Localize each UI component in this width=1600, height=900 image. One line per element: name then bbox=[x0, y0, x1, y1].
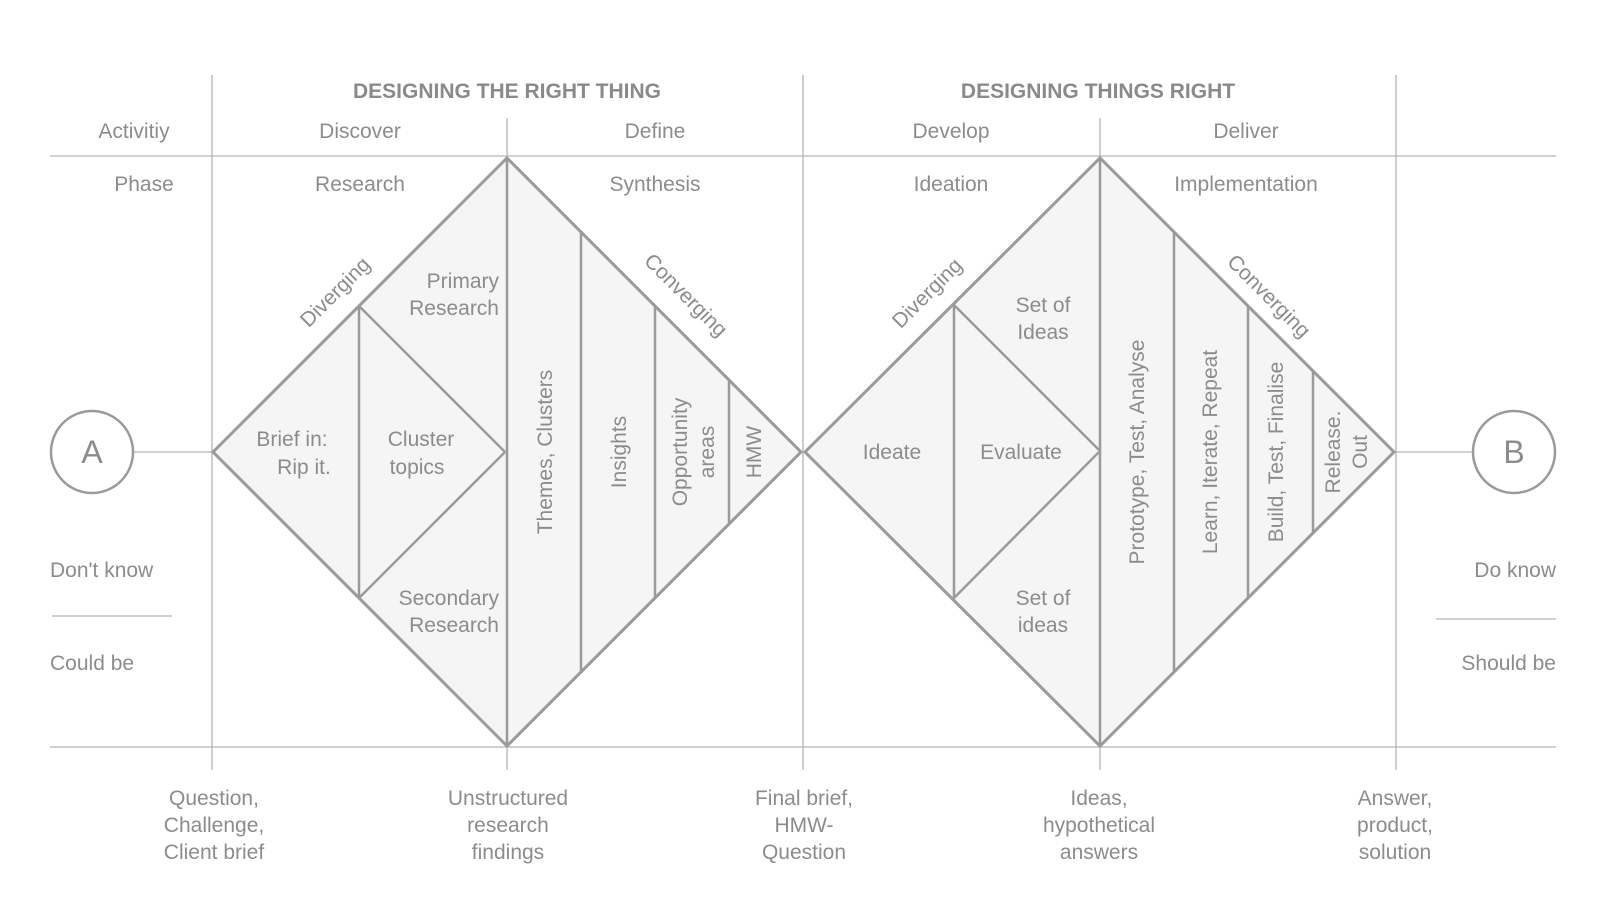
milestone-answer: Answer, product, solution bbox=[1357, 787, 1433, 864]
d2-set-bottom-line1: Set of bbox=[1016, 587, 1071, 610]
milestone-line: Question bbox=[762, 841, 846, 864]
d2-set-top-line1: Set of bbox=[1016, 294, 1071, 317]
left-dont-know: Don't know bbox=[50, 559, 154, 582]
d1-secondary-line1: Secondary bbox=[399, 587, 500, 610]
milestone-line: solution bbox=[1359, 841, 1431, 864]
milestone-line: Final brief, bbox=[755, 787, 853, 810]
milestone-line: findings bbox=[472, 841, 544, 864]
d1-cluster-line2: topics bbox=[390, 456, 445, 479]
d2-set-top-line2: Ideas bbox=[1017, 321, 1068, 344]
left-could-be: Could be bbox=[50, 652, 134, 675]
point-b-circle bbox=[1471, 409, 1557, 495]
point-a-circle bbox=[49, 409, 135, 495]
header-right: DESIGNING THINGS RIGHT bbox=[961, 80, 1235, 103]
milestone-line: research bbox=[467, 814, 549, 837]
point-a: A bbox=[49, 409, 135, 495]
milestone-line: Challenge, bbox=[164, 814, 264, 837]
d2-line-b bbox=[953, 304, 1100, 451]
d1-insights-label: Insights bbox=[608, 416, 631, 488]
header-left: DESIGNING THE RIGHT THING bbox=[353, 80, 661, 103]
milestone-line: HMW- bbox=[774, 814, 833, 837]
activity-discover: Discover bbox=[319, 120, 401, 143]
d2-release-line2: Out bbox=[1349, 435, 1372, 469]
milestone-line: Ideas, bbox=[1070, 787, 1127, 810]
d2-line-c bbox=[953, 451, 1100, 599]
milestone-line: Answer, bbox=[1358, 787, 1433, 810]
row-label-activity: Activitiy bbox=[98, 120, 170, 143]
diamond-discover-define: Diverging Converging Brief in: Rip it. C… bbox=[210, 155, 804, 749]
point-a-label: A bbox=[81, 434, 103, 470]
milestone-line: Unstructured bbox=[448, 787, 568, 810]
phase-ideation: Ideation bbox=[914, 173, 989, 196]
milestone-line: answers bbox=[1060, 841, 1138, 864]
d1-line-b bbox=[358, 305, 506, 453]
d1-primary-line1: Primary bbox=[427, 270, 500, 293]
phase-implementation: Implementation bbox=[1174, 173, 1318, 196]
grid-lines bbox=[50, 75, 1556, 770]
activity-develop: Develop bbox=[912, 120, 989, 143]
d1-primary-line2: Research bbox=[409, 297, 499, 320]
milestone-ideas: Ideas, hypothetical answers bbox=[1043, 787, 1155, 864]
d1-themes-label: Themes, Clusters bbox=[534, 370, 557, 535]
diamond-develop-deliver: Diverging Converging Ideate Evaluate Set… bbox=[802, 155, 1397, 749]
milestone-final-brief: Final brief, HMW- Question bbox=[755, 787, 853, 864]
d1-opportunity-line1: Opportunity bbox=[669, 397, 692, 506]
d1-cluster-line1: Cluster bbox=[388, 428, 455, 451]
d1-hmw-label: HMW bbox=[743, 426, 766, 479]
milestone-unstructured: Unstructured research findings bbox=[448, 787, 568, 864]
right-should-be: Should be bbox=[1461, 652, 1556, 675]
point-b: B bbox=[1471, 409, 1557, 495]
d2-evaluate-label: Evaluate bbox=[980, 441, 1062, 464]
d1-line-c bbox=[358, 451, 506, 599]
milestone-line: Question, bbox=[169, 787, 259, 810]
d2-learn-label: Learn, Iterate, Repeat bbox=[1199, 350, 1222, 554]
activity-define: Define bbox=[625, 120, 686, 143]
d2-set-bottom-line2: ideas bbox=[1018, 614, 1068, 637]
d1-brief-line1: Brief in: bbox=[256, 428, 327, 451]
d2-ideate-label: Ideate bbox=[863, 441, 921, 464]
d2-release-line1: Release. bbox=[1322, 411, 1345, 494]
milestone-question: Question, Challenge, Client brief bbox=[164, 787, 265, 864]
right-do-know: Do know bbox=[1474, 559, 1557, 582]
point-b-label: B bbox=[1503, 434, 1524, 470]
phase-synthesis: Synthesis bbox=[609, 173, 700, 196]
milestone-line: product, bbox=[1357, 814, 1433, 837]
phase-research: Research bbox=[315, 173, 405, 196]
d1-brief-line2: Rip it. bbox=[277, 456, 331, 479]
row-label-phase: Phase bbox=[114, 173, 174, 196]
milestone-line: hypothetical bbox=[1043, 814, 1155, 837]
d1-secondary-line2: Research bbox=[409, 614, 499, 637]
d2-build-label: Build, Test, Finalise bbox=[1265, 362, 1288, 543]
activity-deliver: Deliver bbox=[1213, 120, 1278, 143]
d1-opportunity-line2: areas bbox=[696, 426, 719, 479]
d2-prototype-label: Prototype, Test, Analyse bbox=[1126, 340, 1149, 565]
milestone-line: Client brief bbox=[164, 841, 265, 864]
